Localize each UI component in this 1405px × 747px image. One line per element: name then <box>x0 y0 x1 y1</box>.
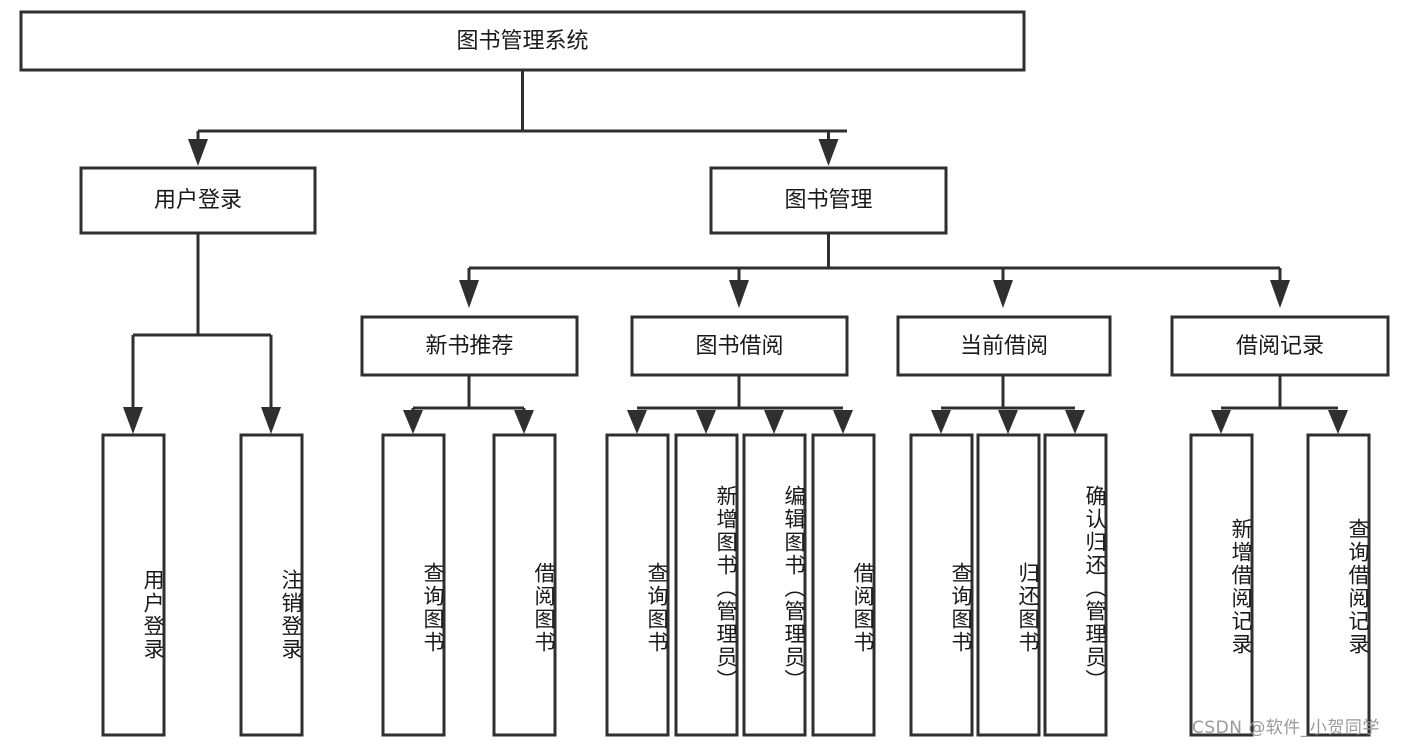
arrow-head-leaf-query-record <box>1328 410 1348 434</box>
node-book-manage-box[interactable] <box>709 166 948 235</box>
arrow-head-leaf-confirm-return <box>1065 410 1085 434</box>
node-new-book-recommend-label: 新书推荐 <box>425 334 513 359</box>
leaf-confirm-return-box[interactable] <box>1043 433 1108 737</box>
connectors-borrow-record-to-leaves <box>1211 375 1348 434</box>
arrow-head-leaf-query-book-2 <box>627 410 647 434</box>
arrow-head-user-login <box>188 139 208 166</box>
node-current-borrow-label: 当前借阅 <box>960 334 1048 359</box>
connectors-root-to-level2 <box>188 70 847 166</box>
leaf-user-login-box[interactable] <box>101 433 166 737</box>
connectors-book-borrow-to-leaves <box>627 375 853 434</box>
arrow-head-book-manage <box>818 139 839 166</box>
node-root-label: 图书管理系统 <box>456 29 588 54</box>
arrow-head-leaf-borrow-book-2 <box>833 410 853 434</box>
node-root-box[interactable] <box>19 10 1026 72</box>
connectors-current-borrow-to-leaves <box>931 375 1085 434</box>
leaf-add-book-box[interactable] <box>674 433 739 737</box>
leaf-borrow-book-1-box[interactable] <box>492 433 557 737</box>
node-current-borrow-box[interactable] <box>896 315 1112 377</box>
leaf-query-book-3-box[interactable] <box>909 433 974 737</box>
node-new-book-recommend[interactable]: 新书推荐 <box>360 315 579 377</box>
node-book-manage[interactable]: 图书管理 <box>709 166 948 235</box>
arrow-head-leaf-user-login <box>123 407 143 434</box>
leaf-query-record-box[interactable] <box>1306 433 1371 737</box>
node-user-login[interactable]: 用户登录 <box>79 166 317 235</box>
arrow-head-borrow-record <box>1270 280 1290 308</box>
node-book-borrow-label: 图书借阅 <box>695 334 783 359</box>
node-borrow-record-label: 借阅记录 <box>1236 334 1324 359</box>
node-book-manage-label: 图书管理 <box>784 188 872 213</box>
arrow-head-leaf-query-book-1 <box>403 410 423 434</box>
leaf-query-book-1-box[interactable] <box>381 433 446 737</box>
arrow-head-leaf-edit-book <box>764 410 784 434</box>
node-root[interactable]: 图书管理系统 <box>19 10 1026 72</box>
node-current-borrow[interactable]: 当前借阅 <box>896 315 1112 377</box>
arrow-head-new-book-recommend <box>459 280 479 308</box>
arrow-head-leaf-borrow-book-1 <box>514 410 534 434</box>
leaf-edit-book-box[interactable] <box>742 433 807 737</box>
leaf-add-record-box[interactable] <box>1189 433 1254 737</box>
connectors-new-book-recommend-to-leaves <box>403 375 534 434</box>
node-new-book-recommend-box[interactable] <box>360 315 579 377</box>
connectors-book-manage-to-level3 <box>459 233 1290 308</box>
node-borrow-record-box[interactable] <box>1170 315 1390 377</box>
leaf-return-book-box[interactable] <box>976 433 1041 737</box>
arrow-head-leaf-user-logout <box>261 407 281 434</box>
leaf-query-book-2-box[interactable] <box>605 433 670 737</box>
arrow-head-leaf-return-book <box>998 410 1018 434</box>
node-book-borrow[interactable]: 图书借阅 <box>630 315 849 377</box>
leaf-user-logout-box[interactable] <box>239 433 304 737</box>
arrow-head-leaf-add-record <box>1211 410 1231 434</box>
arrow-head-leaf-add-book <box>696 410 716 434</box>
node-borrow-record[interactable]: 借阅记录 <box>1170 315 1390 377</box>
node-book-borrow-box[interactable] <box>630 315 849 377</box>
arrow-head-book-borrow <box>729 280 749 308</box>
connectors-user-login-to-leaves <box>123 233 281 434</box>
watermark: CSDN @软件_小贺同学 <box>1192 718 1380 738</box>
node-user-login-label: 用户登录 <box>154 188 242 213</box>
arrow-head-current-borrow <box>993 280 1013 308</box>
node-user-login-box[interactable] <box>79 166 317 235</box>
arrow-head-leaf-query-book-3 <box>931 410 951 434</box>
leaf-borrow-book-2-box[interactable] <box>811 433 876 737</box>
